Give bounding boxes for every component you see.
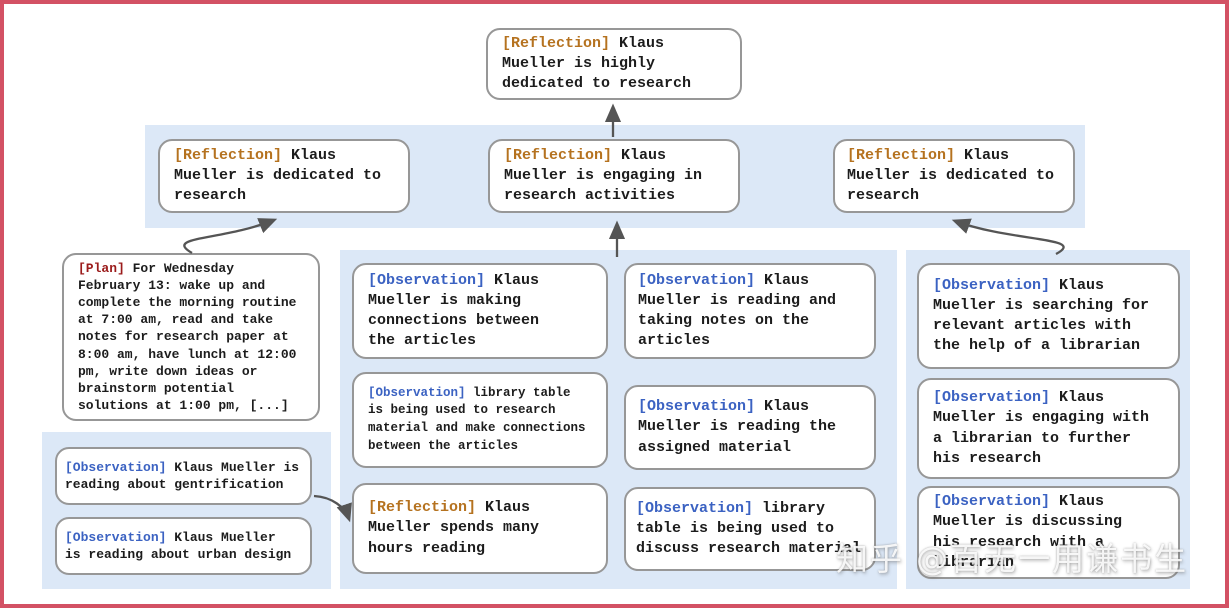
node-obs-assigned-material: [Observation] Klaus Mueller is reading t… [624, 385, 876, 470]
node-text: Klaus Mueller is making connections betw… [368, 271, 540, 350]
node-text: Klaus Mueller is reading about gentrific… [65, 459, 300, 492]
node-obs-gentrification: [Observation] Klaus Mueller is reading a… [55, 447, 312, 505]
observation-tag: [Observation] [638, 398, 756, 416]
observation-tag: [Observation] [933, 276, 1051, 294]
node-top-reflection: [Reflection] Klaus Mueller is highly ded… [486, 28, 742, 100]
observation-tag: [Observation] [636, 499, 754, 517]
node-reflection-right: [Reflection] Klaus Mueller is dedicated … [833, 139, 1075, 213]
node-text: Klaus Mueller is dedicated to research [847, 146, 1055, 205]
node-reflection-left: [Reflection] Klaus Mueller is dedicated … [158, 139, 410, 213]
node-obs-library-research: [Observation] library table is being use… [352, 372, 608, 468]
node-text: Klaus Mueller spends many hours reading [368, 499, 540, 557]
reflection-tag: [Reflection] [504, 146, 613, 164]
node-text: Klaus Mueller is reading about urban des… [65, 529, 292, 562]
node-text: Klaus Mueller is dedicated to research [174, 146, 382, 205]
plan-tag: [Plan] [78, 260, 125, 276]
observation-tag: [Observation] [638, 271, 756, 289]
node-obs-reading-notes: [Observation] Klaus Mueller is reading a… [624, 263, 876, 359]
observation-tag: [Observation] [368, 385, 466, 400]
node-text: Klaus Mueller is reading the assigned ma… [638, 398, 837, 456]
node-text: Klaus Mueller is highly dedicated to res… [502, 34, 692, 93]
node-text: library table is being used to research … [368, 385, 586, 453]
reflection-tag: [Reflection] [502, 34, 611, 52]
observation-tag: [Observation] [65, 459, 167, 475]
observation-tag: [Observation] [933, 389, 1051, 407]
node-plan: [Plan] For Wednesday February 13: wake u… [62, 253, 320, 421]
node-text: library table is being used to discuss r… [636, 499, 862, 558]
reflection-tag: [Reflection] [368, 499, 477, 517]
observation-tag: [Observation] [933, 493, 1051, 511]
node-obs-urban-design: [Observation] Klaus Mueller is reading a… [55, 517, 312, 575]
reflection-tag: [Reflection] [847, 146, 956, 164]
node-text: For Wednesday February 13: wake up and c… [78, 260, 297, 414]
observation-tag: [Observation] [65, 529, 167, 545]
node-text: Klaus Mueller is reading and taking note… [638, 271, 837, 350]
node-text: Klaus Mueller is searching for relevant … [933, 276, 1150, 355]
node-reflection-center: [Reflection] Klaus Mueller is engaging i… [488, 139, 740, 213]
node-reflection-hours-reading: [Reflection] Klaus Mueller spends many h… [352, 483, 608, 574]
observation-tag: [Observation] [368, 271, 486, 289]
node-text: Klaus Mueller is engaging in research ac… [504, 146, 703, 205]
node-obs-connections: [Observation] Klaus Mueller is making co… [352, 263, 608, 359]
reflection-tag: [Reflection] [174, 146, 283, 164]
node-text: Klaus Mueller is discussing his research… [933, 493, 1123, 571]
node-obs-library-discuss: [Observation] library table is being use… [624, 487, 876, 571]
node-obs-discussing-research: [Observation] Klaus Mueller is discussin… [917, 486, 1180, 579]
zhihu-watermark: 知乎 @百无一用谦书生 [836, 540, 1189, 578]
node-text: Klaus Mueller is engaging with a librari… [933, 389, 1150, 467]
node-obs-engaging-librarian: [Observation] Klaus Mueller is engaging … [917, 378, 1180, 479]
node-obs-searching-articles: [Observation] Klaus Mueller is searching… [917, 263, 1180, 369]
